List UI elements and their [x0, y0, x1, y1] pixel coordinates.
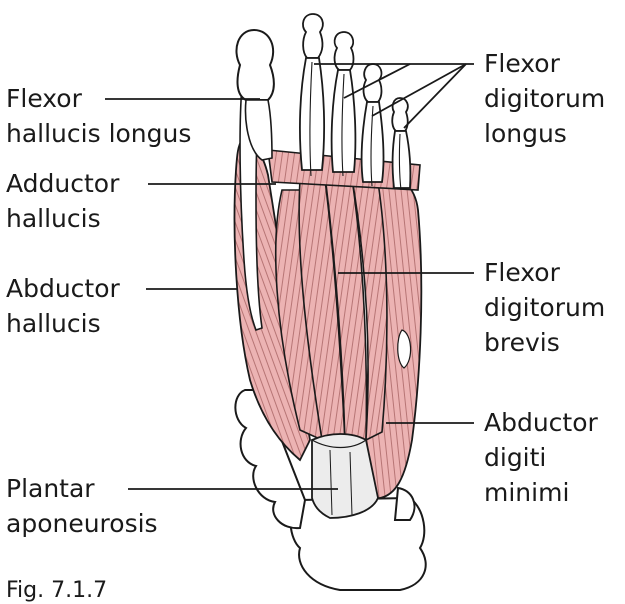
leader-flexor-digitorum-longus-a: [343, 63, 411, 99]
label-abductor-digiti-minimi: Abductor digiti minimi: [484, 408, 598, 507]
label-adductor-hallucis: Adductor hallucis: [6, 169, 120, 233]
big-toe: [235, 28, 275, 161]
label-flexor-hallucis-longus: Flexor hallucis longus: [6, 84, 192, 148]
medial-bone-edge: [234, 389, 307, 530]
leader-flexor-digitorum-longus-c: [403, 63, 467, 129]
lateral-bone-edge: [393, 486, 416, 521]
leader-flexor-digitorum-longus-b: [371, 63, 467, 117]
label-plantar-aponeurosis: Plantar aponeurosis: [6, 474, 158, 538]
figure-caption: Fig. 7.1.7: [6, 578, 108, 603]
label-abductor-hallucis: Abductor hallucis: [6, 274, 120, 338]
leader-lines: [105, 63, 474, 490]
label-flexor-digitorum-brevis: Flexor digitorum brevis: [484, 258, 606, 357]
flexor-digitorum-brevis-muscle: [275, 174, 388, 443]
label-flexor-digitorum-longus: Flexor digitorum longus: [484, 49, 606, 148]
lesser-toes: [299, 13, 412, 191]
heel-bone: [289, 496, 427, 591]
plantar-aponeurosis-tendon: [311, 433, 379, 519]
